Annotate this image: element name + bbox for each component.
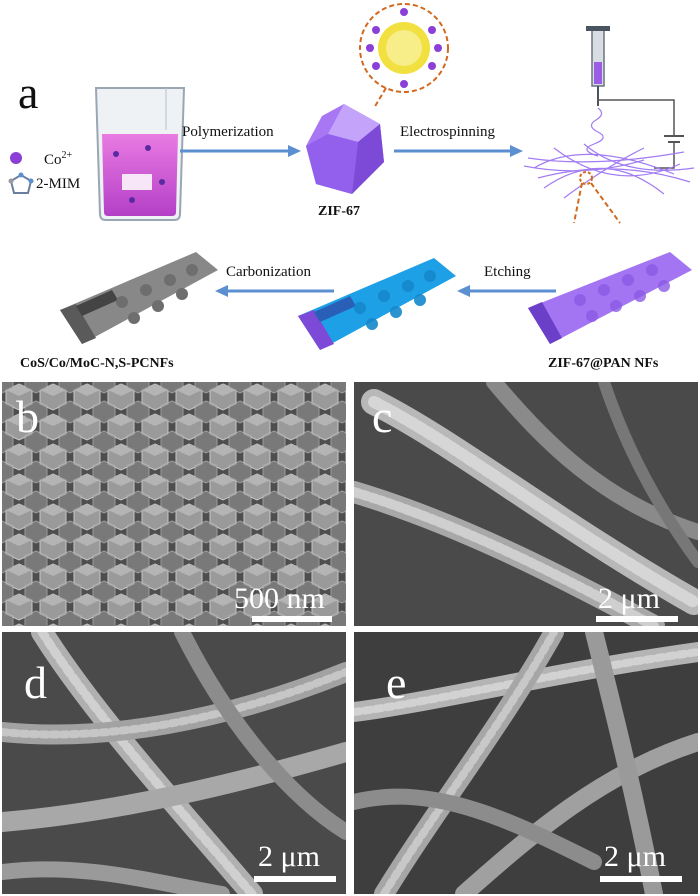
scale-label-e: 2 μm (604, 840, 666, 873)
legend-2mim: 2-MIM (36, 176, 81, 192)
sem-panel-e: e 2 μm (354, 632, 698, 894)
fiber-micrograph-d (2, 632, 346, 894)
scale-label-d: 2 μm (258, 840, 320, 873)
ligand-molecule-icon (8, 172, 34, 194)
legend-co: Co2+ (44, 150, 73, 168)
sem-panel-b: b 500 nm (2, 382, 346, 626)
nanoparticle-micrograph (2, 382, 346, 626)
etched-fiber (298, 258, 456, 350)
panel-label-c: c (372, 391, 393, 442)
sem-panel-c: c 2 μm (354, 382, 698, 626)
fiber-micrograph-c (354, 382, 698, 626)
step-etching: Etching (484, 264, 531, 280)
carbonized-fiber (60, 252, 218, 344)
scheme-panel: a Co2+ 2-MIM Polymerization (0, 0, 700, 380)
panel-label-b: b (16, 391, 39, 442)
panel-label-d: d (24, 657, 47, 708)
scale-label-c: 2 μm (598, 582, 660, 615)
zif-pan-fiber (528, 252, 692, 344)
label-zif-pan: ZIF-67@PAN NFs (548, 356, 659, 371)
scale-bar-d (254, 876, 336, 882)
zif67-crystal (306, 104, 384, 194)
label-zif67: ZIF-67 (318, 204, 360, 219)
step-polymerization: Polymerization (182, 124, 274, 140)
sem-panel-d: d 2 μm (2, 632, 346, 894)
arrow-polymerization (180, 145, 301, 157)
panel-label-a: a (18, 67, 39, 118)
arrow-etching (457, 285, 556, 297)
fiber-micrograph-e (354, 632, 698, 894)
arrow-carbonization (215, 285, 334, 297)
scale-bar-e (600, 876, 682, 882)
beaker-illustration (94, 87, 186, 221)
co-ion-icon (10, 152, 22, 164)
label-final-product: CoS/Co/MoC-N,S-PCNFs (20, 356, 174, 371)
step-electrospinning: Electrospinning (400, 124, 495, 140)
arrow-electrospinning (394, 145, 523, 157)
scale-bar-b (252, 616, 332, 622)
electrospinning-setup (524, 26, 695, 224)
scale-bar-c (596, 616, 678, 622)
scale-label-b: 500 nm (234, 582, 325, 615)
zif-structure-zoom (359, 3, 449, 109)
step-carbonization: Carbonization (226, 264, 311, 280)
panel-label-e: e (386, 657, 407, 708)
